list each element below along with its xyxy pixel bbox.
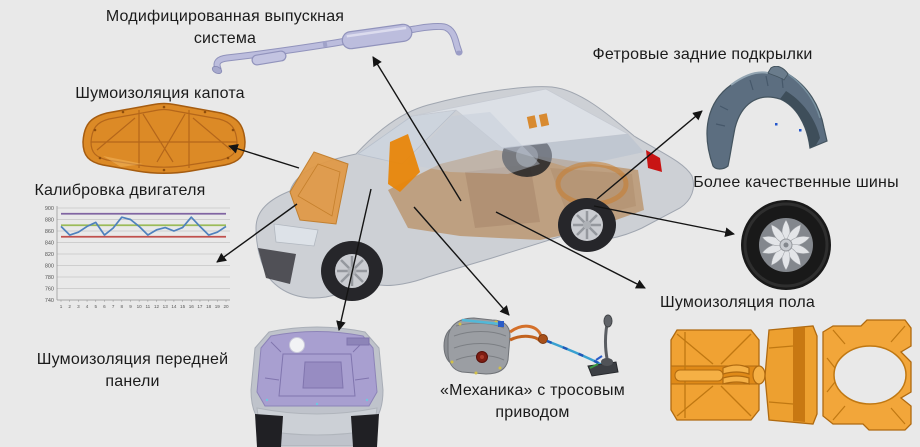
floor-insulation-drawing xyxy=(670,319,912,431)
gearbox-drawing xyxy=(443,314,619,377)
svg-text:13: 13 xyxy=(163,304,169,309)
svg-text:16: 16 xyxy=(189,304,195,309)
svg-text:11: 11 xyxy=(145,304,150,309)
svg-text:3: 3 xyxy=(77,304,80,309)
svg-text:15: 15 xyxy=(180,304,186,309)
svg-text:7: 7 xyxy=(112,304,115,309)
car-3d-view-figure xyxy=(240,72,702,306)
label-exhaust-line2: система xyxy=(193,30,257,47)
svg-text:900: 900 xyxy=(45,206,54,212)
tire-figure xyxy=(739,198,833,292)
car-front-wheel xyxy=(321,241,383,301)
hood-insulation-figure xyxy=(73,100,255,175)
svg-text:12: 12 xyxy=(154,304,160,309)
label-better-tires: Более качественные шины xyxy=(693,174,899,191)
svg-text:1: 1 xyxy=(60,304,63,309)
gear-shifter xyxy=(587,314,619,377)
svg-text:880: 880 xyxy=(45,218,54,224)
front-panel-markers xyxy=(265,398,369,406)
fender-liner-inner-face xyxy=(780,91,820,148)
front-panel-drawing xyxy=(250,326,384,447)
exhaust-system-figure xyxy=(205,18,475,80)
tire-drawing xyxy=(741,200,831,290)
label-manual-gearbox-line1: «Механика» с тросовым xyxy=(440,382,625,399)
label-engine-calibration: Калибровка двигателя xyxy=(34,182,206,199)
car-rear-wheel xyxy=(558,198,616,252)
floor-panel-middle xyxy=(764,325,818,425)
svg-text:4: 4 xyxy=(86,304,89,309)
svg-text:10: 10 xyxy=(137,304,143,309)
front-panel-recesses xyxy=(264,337,370,397)
svg-text:860: 860 xyxy=(45,229,54,235)
svg-text:14: 14 xyxy=(171,304,177,309)
car-3d-view-drawing xyxy=(255,86,694,301)
svg-text:5: 5 xyxy=(94,304,97,309)
label-felt-fender-liners: Фетровые задние подкрылки xyxy=(592,46,813,63)
floor-insulation-figure xyxy=(665,318,915,433)
svg-text:820: 820 xyxy=(45,252,54,258)
hood-insulation-drawing xyxy=(82,102,246,174)
car-front-grille xyxy=(258,248,296,284)
svg-text:780: 780 xyxy=(45,275,54,281)
front-panel-round-hole xyxy=(289,337,305,353)
label-hood-insulation: Шумоизоляция капота xyxy=(75,85,245,102)
front-panel-right-wheel xyxy=(351,414,379,447)
muffler xyxy=(341,23,413,50)
exhaust-system-drawing xyxy=(211,22,463,74)
hood-panel-fasteners xyxy=(93,105,235,172)
label-exhaust-system: Модифицированная выпускная система xyxy=(85,6,365,50)
svg-text:840: 840 xyxy=(45,241,54,247)
svg-text:18: 18 xyxy=(206,304,212,309)
svg-text:6: 6 xyxy=(103,304,106,309)
exhaust-pipe xyxy=(211,22,463,74)
front-panel-left-wheel xyxy=(255,414,283,447)
fender-liner-ribs xyxy=(715,75,784,127)
label-front-panel-insulation: Шумоизоляция передней панели xyxy=(25,349,240,393)
svg-text:20: 20 xyxy=(223,304,229,309)
svg-text:8: 8 xyxy=(121,304,124,309)
label-manual-gearbox-line2: приводом xyxy=(495,404,570,421)
label-floor-insulation: Шумоизоляция пола xyxy=(659,294,816,311)
shift-cables xyxy=(509,324,607,369)
hood-panel-ribs xyxy=(91,110,237,168)
fender-liner-clips xyxy=(775,123,802,132)
gearbox-housing xyxy=(443,317,511,375)
front-panel-insulation-figure xyxy=(245,318,390,447)
svg-text:17: 17 xyxy=(197,304,203,309)
label-exhaust-line1: Модифицированная выпускная xyxy=(105,8,345,25)
floor-panel-connectors xyxy=(722,364,766,385)
floor-panel-left xyxy=(670,329,760,421)
svg-text:800: 800 xyxy=(45,264,54,270)
fender-liner-figure xyxy=(698,66,833,176)
gearbox-cable-drive-figure xyxy=(440,310,620,380)
svg-text:19: 19 xyxy=(215,304,221,309)
fender-liner-drawing xyxy=(706,66,828,170)
floor-panel-rear xyxy=(822,319,912,431)
label-manual-gearbox: «Механика» с тросовым приводом xyxy=(425,380,640,424)
svg-text:760: 760 xyxy=(45,287,54,293)
svg-text:2: 2 xyxy=(68,304,71,309)
svg-text:9: 9 xyxy=(129,304,132,309)
fender-liner-tab xyxy=(767,66,789,81)
svg-text:740: 740 xyxy=(45,298,54,304)
label-front-panel-line1: Шумоизоляция передней xyxy=(36,351,229,368)
hood-panel xyxy=(82,102,246,174)
label-front-panel-line2: панели xyxy=(105,373,160,390)
